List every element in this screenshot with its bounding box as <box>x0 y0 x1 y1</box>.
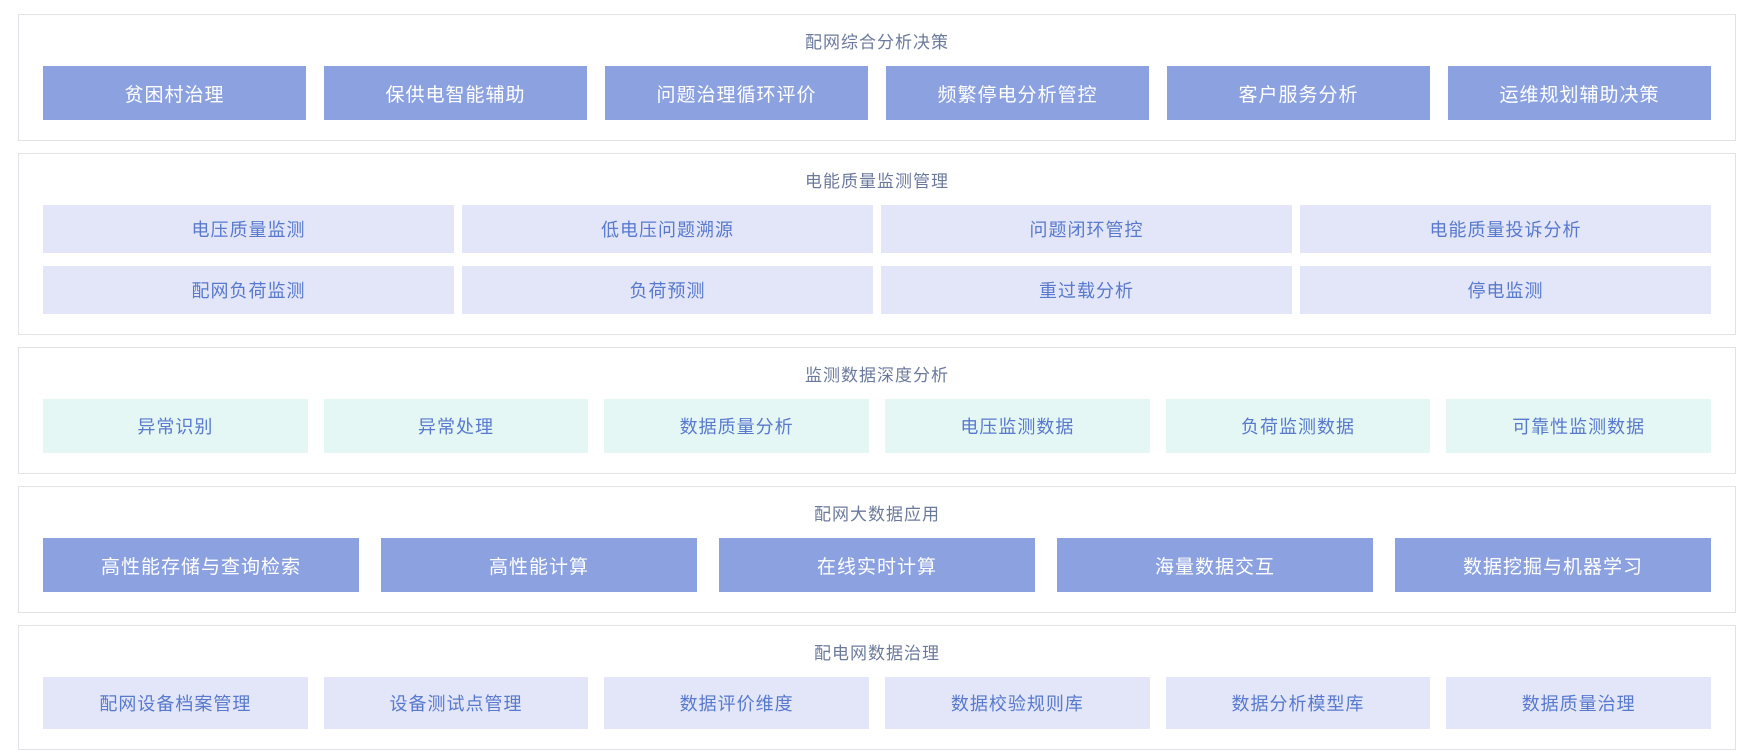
module-button[interactable]: 负荷预测 <box>462 266 873 314</box>
button-rows: 贫困村治理保供电智能辅助问题治理循环评价频繁停电分析管控客户服务分析运维规划辅助… <box>43 66 1711 120</box>
module-button[interactable]: 问题闭环管控 <box>881 205 1292 253</box>
button-row: 高性能存储与查询检索高性能计算在线实时计算海量数据交互数据挖掘与机器学习 <box>43 538 1711 592</box>
module-button[interactable]: 设备测试点管理 <box>323 677 589 729</box>
module-button[interactable]: 问题治理循环评价 <box>605 66 868 120</box>
module-button[interactable]: 高性能存储与查询检索 <box>43 538 359 592</box>
button-row: 电压质量监测低电压问题溯源问题闭环管控电能质量投诉分析 <box>43 205 1711 253</box>
section-panel-4: 配电网数据治理 配网设备档案管理设备测试点管理数据评价维度数据校验规则库数据分析… <box>18 625 1736 750</box>
button-rows: 高性能存储与查询检索高性能计算在线实时计算海量数据交互数据挖掘与机器学习 <box>43 538 1711 592</box>
module-button[interactable]: 数据质量治理 <box>1446 677 1712 729</box>
button-row: 配网设备档案管理设备测试点管理数据评价维度数据校验规则库数据分析模型库数据质量治… <box>43 677 1712 729</box>
module-button[interactable]: 贫困村治理 <box>43 66 306 120</box>
module-button[interactable]: 运维规划辅助决策 <box>1448 66 1711 120</box>
section-title: 配网大数据应用 <box>814 505 940 524</box>
module-button[interactable]: 数据质量分析 <box>604 399 870 453</box>
module-button[interactable]: 负荷监测数据 <box>1165 399 1431 453</box>
module-button[interactable]: 在线实时计算 <box>719 538 1035 592</box>
module-button[interactable]: 重过载分析 <box>881 266 1292 314</box>
module-button[interactable]: 海量数据交互 <box>1057 538 1373 592</box>
module-button[interactable]: 数据校验规则库 <box>885 677 1150 729</box>
section-panel-3: 配网大数据应用 高性能存储与查询检索高性能计算在线实时计算海量数据交互数据挖掘与… <box>18 486 1736 613</box>
module-button[interactable]: 频繁停电分析管控 <box>886 66 1149 120</box>
module-button[interactable]: 配网负荷监测 <box>43 266 454 314</box>
module-button[interactable]: 高性能计算 <box>381 538 697 592</box>
module-button[interactable]: 异常识别 <box>43 399 308 453</box>
button-rows: 配网设备档案管理设备测试点管理数据评价维度数据校验规则库数据分析模型库数据质量治… <box>43 677 1712 729</box>
module-button[interactable]: 保供电智能辅助 <box>324 66 587 120</box>
module-button[interactable]: 电能质量投诉分析 <box>1300 205 1711 253</box>
button-row: 贫困村治理保供电智能辅助问题治理循环评价频繁停电分析管控客户服务分析运维规划辅助… <box>43 66 1711 120</box>
module-button[interactable]: 电压监测数据 <box>885 399 1150 453</box>
section-title: 配网综合分析决策 <box>805 33 949 52</box>
module-button[interactable]: 数据分析模型库 <box>1165 677 1431 729</box>
section-panel-0: 配网综合分析决策 贫困村治理保供电智能辅助问题治理循环评价频繁停电分析管控客户服… <box>18 14 1736 141</box>
module-button[interactable]: 电压质量监测 <box>43 205 454 253</box>
button-row: 异常识别异常处理数据质量分析电压监测数据负荷监测数据可靠性监测数据 <box>43 399 1712 453</box>
module-button[interactable]: 低电压问题溯源 <box>462 205 873 253</box>
module-button[interactable]: 配网设备档案管理 <box>43 677 308 729</box>
section-title: 监测数据深度分析 <box>805 366 949 385</box>
section-title: 配电网数据治理 <box>814 644 940 663</box>
section-panel-2: 监测数据深度分析 异常识别异常处理数据质量分析电压监测数据负荷监测数据可靠性监测… <box>18 347 1736 474</box>
module-button[interactable]: 数据挖掘与机器学习 <box>1395 538 1711 592</box>
module-button[interactable]: 客户服务分析 <box>1167 66 1430 120</box>
button-rows: 异常识别异常处理数据质量分析电压监测数据负荷监测数据可靠性监测数据 <box>43 399 1712 453</box>
button-rows: 电压质量监测低电压问题溯源问题闭环管控电能质量投诉分析配网负荷监测负荷预测重过载… <box>43 205 1711 314</box>
module-button[interactable]: 数据评价维度 <box>604 677 870 729</box>
section-panel-1: 电能质量监测管理 电压质量监测低电压问题溯源问题闭环管控电能质量投诉分析配网负荷… <box>18 153 1736 335</box>
section-title: 电能质量监测管理 <box>805 172 949 191</box>
module-button[interactable]: 可靠性监测数据 <box>1446 399 1712 453</box>
button-row: 配网负荷监测负荷预测重过载分析停电监测 <box>43 266 1711 314</box>
module-button[interactable]: 异常处理 <box>323 399 589 453</box>
module-button[interactable]: 停电监测 <box>1300 266 1711 314</box>
